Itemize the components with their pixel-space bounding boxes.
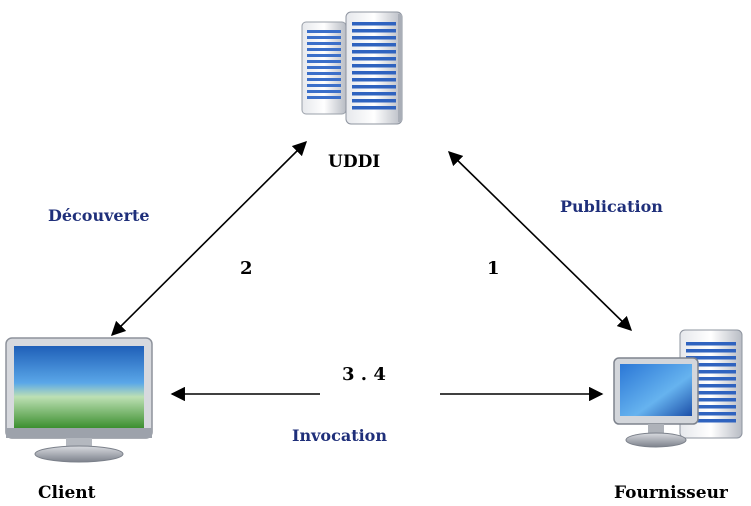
server-with-monitor-icon bbox=[613, 329, 743, 448]
publication-step-number: 1 bbox=[487, 258, 500, 279]
uddi-label: UDDI bbox=[328, 152, 380, 172]
invocation-step-number: 3 . 4 bbox=[342, 364, 386, 385]
client-label: Client bbox=[38, 483, 96, 503]
publication-arrow bbox=[447, 150, 633, 332]
discovery-label: Découverte bbox=[48, 206, 150, 225]
publication-label: Publication bbox=[560, 197, 663, 216]
provider-label: Fournisseur bbox=[614, 483, 729, 503]
discovery-step-number: 2 bbox=[240, 258, 253, 279]
server-tower-icon bbox=[301, 11, 403, 125]
invocation-label: Invocation bbox=[292, 426, 387, 445]
discovery-arrow bbox=[110, 140, 308, 337]
desktop-monitor-icon bbox=[5, 337, 153, 463]
